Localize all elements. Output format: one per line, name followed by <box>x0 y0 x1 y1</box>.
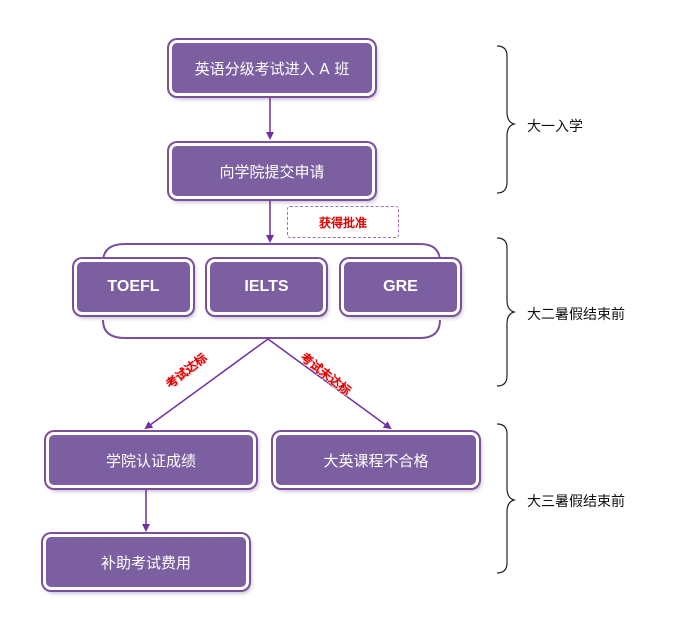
exam-group-top-brace <box>102 243 441 263</box>
phase-brace-year1 <box>496 45 517 194</box>
node-certify-scores: 学院认证成绩 <box>46 432 256 488</box>
phase-brace-year3 <box>496 423 517 574</box>
node-course-failed: 大英课程不合格 <box>273 432 479 488</box>
arrow-exams-to-fail <box>267 338 392 430</box>
node-placement-exam: 英语分级考试进入 A 班 <box>169 40 375 96</box>
phase-label-year1: 大一入学 <box>527 119 583 135</box>
badge-approved: 获得批准 <box>287 206 399 238</box>
arrow-exams-to-certify <box>144 338 269 430</box>
phase-label-year2: 大二暑假结束前 <box>527 307 625 323</box>
node-gre: GRE <box>341 259 460 315</box>
exam-group-bottom-brace <box>102 319 441 339</box>
node-exam-fee-subsidy: 补助考试费用 <box>43 534 249 590</box>
node-toefl: TOEFL <box>74 259 193 315</box>
phase-brace-year2 <box>496 237 517 387</box>
node-ielts: IELTS <box>207 259 326 315</box>
node-submit-application: 向学院提交申请 <box>169 143 375 199</box>
phase-label-year3: 大三暑假结束前 <box>527 494 625 510</box>
